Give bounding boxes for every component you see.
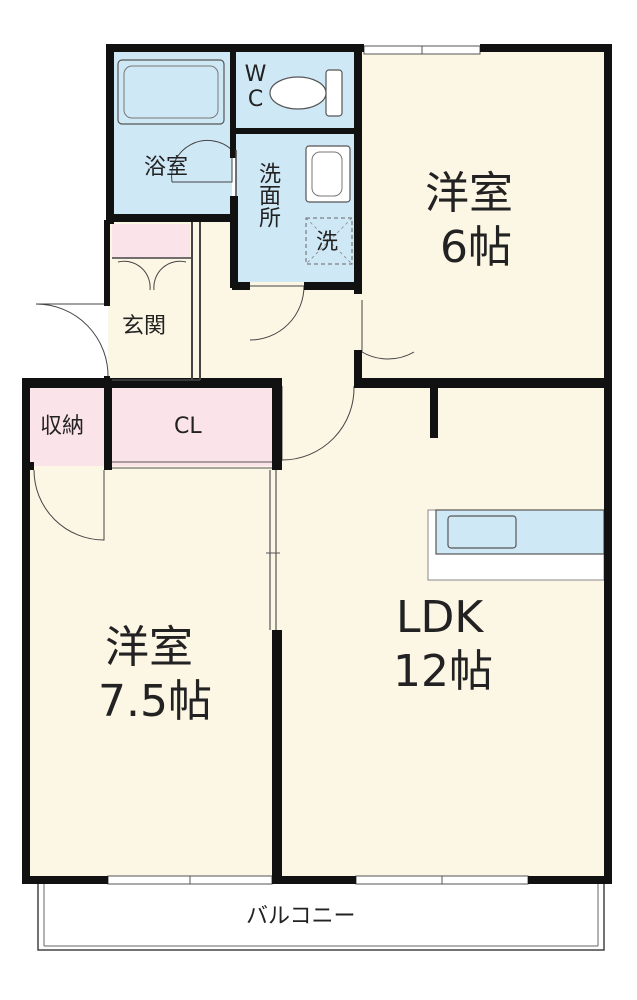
- western-room-75-floor: [28, 465, 278, 880]
- bath-door-swing: [171, 140, 233, 183]
- toilet-bowl: [269, 76, 327, 110]
- entrance-name: 玄関: [122, 314, 167, 339]
- window-bottom-right: [355, 875, 529, 885]
- bathtub-inner: [123, 65, 219, 119]
- ldk-floor: [278, 383, 608, 880]
- balcony-area: [37, 879, 605, 951]
- ldk-size: 12帖: [393, 646, 493, 697]
- balcony-name: バルコニー: [246, 904, 356, 929]
- entrance-floor: [112, 258, 192, 380]
- ldk-name: LDK: [396, 592, 484, 643]
- room75-size: 7.5帖: [98, 676, 212, 727]
- wash-basin: [305, 145, 351, 203]
- entrance-closet-doors: [117, 260, 187, 291]
- shoe-storage: [112, 224, 190, 258]
- washroom-door-swing: [249, 285, 305, 341]
- storage-name: 収納: [40, 414, 85, 439]
- washer-name: 洗: [316, 230, 339, 255]
- bathtub: [117, 59, 225, 125]
- washer-space: [305, 217, 353, 265]
- ldk-door-swing: [281, 385, 355, 461]
- storage-floor: [28, 388, 108, 466]
- window-bottom-left: [107, 875, 273, 885]
- western-room-6-floor: [358, 50, 608, 383]
- room6-name: 洋室: [425, 168, 513, 219]
- window-top: [363, 45, 481, 55]
- closet-name: CL: [174, 414, 202, 439]
- kitchen-sink: [447, 515, 517, 549]
- closet-floor: [110, 388, 276, 466]
- entrance-door-swing: [35, 303, 109, 379]
- washroom-name: 洗面所: [255, 162, 280, 228]
- washer-diagonal: [305, 217, 353, 265]
- bath-name: 浴室: [144, 155, 189, 180]
- room75-door-swing: [33, 469, 105, 541]
- toilet-tank: [325, 69, 343, 117]
- room6-size: 6帖: [440, 222, 512, 273]
- wash-basin-bowl: [311, 151, 343, 197]
- room75-name: 洋室: [105, 622, 193, 673]
- wc-name: WC: [243, 62, 268, 112]
- room6-door-swing: [361, 300, 415, 360]
- walls: [22, 44, 612, 884]
